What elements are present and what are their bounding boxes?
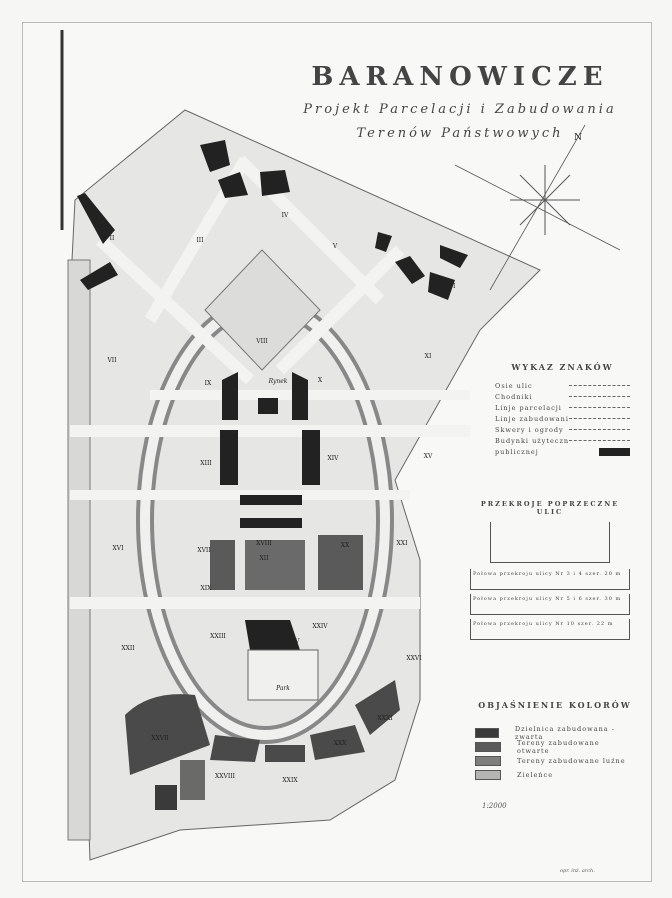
diagonal-street — [95, 235, 255, 385]
diagonal-street — [275, 245, 405, 375]
street-profiles: PRZEKROJE POPRZECZNE ULIC Połowa przekro… — [470, 500, 630, 644]
block-number: XIX — [201, 585, 213, 592]
street-profile: Połowa przekroju ulicy Nr 5 i 6 szer. 30… — [470, 594, 630, 615]
legend-sign-row: Skwery i ogrody — [495, 424, 630, 435]
legend-sign-label: Linje zabudowania — [495, 414, 569, 423]
block-number: XXIII — [210, 633, 226, 640]
legend-color-row: Dzielnica zabudowana - zwarta — [475, 725, 635, 741]
color-swatch — [475, 742, 501, 752]
block-number: IV — [282, 212, 289, 219]
street-profile: Połowa przekroju ulicy Nr 3 i 4 szer. 20… — [470, 569, 630, 590]
block-number: II — [110, 235, 115, 242]
legend-sign-row: Chodniki — [495, 391, 630, 402]
legend-sign-row: publicznej — [495, 446, 630, 457]
legend-sign-row: Linje parcelacji — [495, 402, 630, 413]
block-number: I — [99, 213, 102, 220]
tree-avenue — [67, 259, 91, 841]
legend-sign-label: Osie ulic — [495, 381, 533, 390]
map-subtitle-2: Terenów Państwowych — [356, 126, 564, 141]
legend-colors-heading: OBJAŚNIENIE KOLORÓW — [478, 700, 632, 710]
legend-color-label: Tereny zabudowane otwarte — [516, 739, 600, 755]
legend-color-row: Tereny zabudowane luźne — [475, 754, 635, 768]
block-number: VII — [106, 357, 117, 364]
block-number: XV — [424, 453, 433, 460]
street — [70, 597, 420, 609]
legend-sign-label: Budynki użyteczności — [495, 436, 569, 445]
block-number: XI — [425, 353, 432, 360]
block-number: XXI — [397, 540, 409, 547]
block-number: XXVI — [406, 655, 422, 662]
legend-sign-symbol — [569, 396, 630, 397]
legend-signs-heading: WYKAZ ZNAKÓW — [511, 362, 614, 372]
block-number: V — [332, 243, 338, 250]
legend-color-row: Zieleńce — [475, 768, 635, 782]
legend-sign-symbol — [599, 447, 630, 456]
block-number: XXXI — [377, 715, 393, 722]
street-profile-label: Połowa przekroju ulicy Nr 3 i 4 szer. 20… — [473, 571, 622, 577]
block-number: XX — [341, 542, 350, 549]
legend-sign-symbol — [569, 407, 630, 408]
legend-sign-symbol — [569, 385, 630, 386]
block-number: XXV — [287, 638, 301, 645]
scale-label: 1:2000 — [482, 802, 507, 810]
block-number: XVI — [113, 545, 125, 552]
central-square — [204, 249, 321, 371]
legend-color-row: Tereny zabudowane otwarte — [475, 739, 635, 755]
block-number: XVIII — [256, 540, 272, 547]
legend-sign-label: publicznej — [495, 447, 539, 456]
legend-sign-label: Chodniki — [495, 392, 533, 401]
block-number: XXII — [121, 645, 135, 652]
signature: opr. inż. arch. — [560, 868, 595, 874]
block-number: III — [196, 237, 204, 244]
block-number: XXX — [334, 740, 348, 747]
map-subtitle-1: Projekt Parcelacji i Zabudowania — [303, 102, 617, 117]
block-number: VIII — [255, 338, 268, 345]
church-building — [245, 620, 300, 650]
legend-sign-symbol — [569, 440, 630, 441]
square-label: Rynek — [268, 378, 288, 385]
map-title: BARANOWICZE — [311, 62, 609, 92]
street-profile-label: Połowa przekroju ulicy Nr 5 i 6 szer. 30… — [473, 596, 622, 602]
north-label: N — [574, 133, 582, 143]
block-number: IX — [205, 380, 212, 387]
block-number: XXIV — [312, 623, 328, 630]
street-profile: Połowa przekroju ulicy Nr 10 szer. 22 m — [470, 619, 630, 640]
block-number: XXVII — [151, 735, 169, 742]
legend-sign-label: Skwery i ogrody — [495, 425, 564, 434]
color-swatch — [475, 770, 501, 780]
legend-sign-symbol — [569, 429, 630, 430]
legend-color-label: Zieleńce — [517, 771, 554, 779]
block-number: XVII — [197, 547, 211, 554]
park — [247, 649, 319, 701]
block-number: XIV — [328, 455, 340, 462]
legend-colors: OBJAŚNIENIE KOLORÓW Dzielnica zabudowana… — [475, 700, 635, 782]
street-profile-label: Połowa przekroju ulicy Nr 10 szer. 22 m — [473, 621, 614, 627]
block-number: XXVIII — [215, 773, 236, 780]
legend-sign-symbol — [569, 418, 630, 419]
legend-sign-row: Linje zabudowania — [495, 413, 630, 424]
color-swatch — [475, 756, 501, 766]
street — [70, 425, 470, 437]
legend-sign-label: Linje parcelacji — [495, 403, 562, 412]
profiles-heading: PRZEKROJE POPRZECZNE ULIC — [480, 500, 620, 516]
block-number: VI — [448, 283, 456, 290]
compass-rose-icon — [454, 124, 621, 291]
legend-sign-row: Budynki użyteczności — [495, 435, 630, 446]
legend-color-label: Tereny zabudowane luźne — [517, 757, 626, 765]
legend-sign-row: Osie ulic — [495, 380, 630, 391]
street — [150, 390, 470, 400]
block-number: XXIX — [282, 777, 298, 784]
color-swatch — [475, 728, 499, 738]
legend-color-label: Dzielnica zabudowana - zwarta — [514, 725, 615, 741]
block-number: XII — [259, 555, 269, 562]
park-label: Park — [275, 685, 290, 692]
block-number: X — [318, 377, 323, 384]
block-number: XIII — [200, 460, 212, 467]
